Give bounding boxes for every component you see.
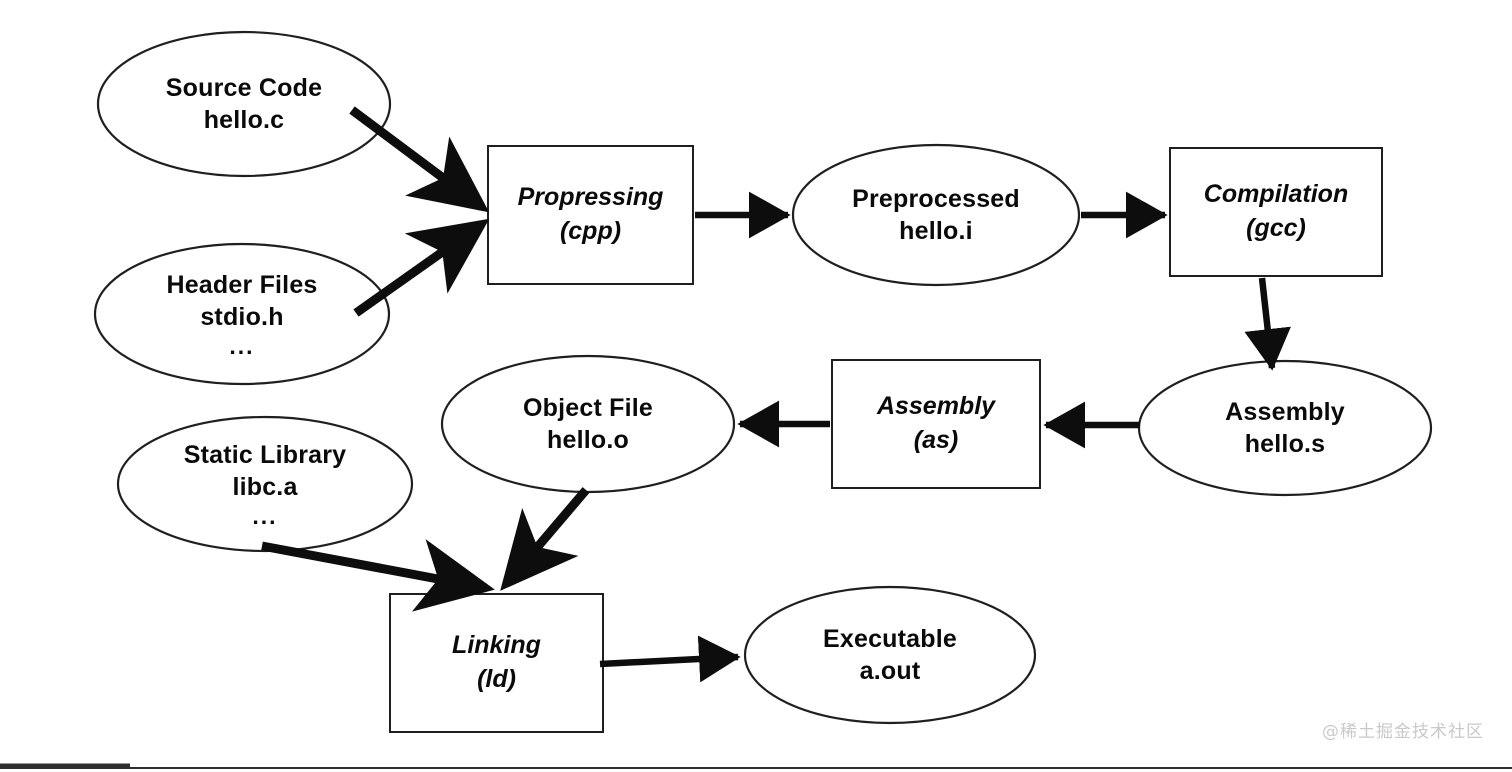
- node-shapes: [93, 30, 1433, 733]
- edge-object-file-to-linking: [500, 487, 590, 591]
- bottom-rule: [0, 763, 1512, 769]
- ellipse-executable: [743, 585, 1037, 725]
- box-preprocessing: [487, 145, 694, 285]
- box-linking: [389, 593, 604, 733]
- edge-headers-to-preprocessing: [353, 218, 490, 317]
- ellipse-assembly-file: [1137, 359, 1433, 497]
- edge-arrows: [261, 106, 1291, 683]
- edge-compilation-to-assembly-file: [1244, 277, 1291, 371]
- ellipse-static-library: [116, 415, 414, 553]
- ellipse-header-files: [93, 242, 391, 386]
- edge-source-to-preprocessing: [349, 106, 490, 213]
- ellipse-source-code: [96, 30, 392, 178]
- watermark: @稀土掘金技术社区: [1322, 722, 1484, 742]
- edge-linking-to-executable: [599, 635, 741, 683]
- ellipse-preprocessed: [791, 143, 1081, 287]
- box-compilation: [1169, 147, 1383, 277]
- edge-static-library-to-linking: [261, 539, 495, 612]
- ellipse-object-file: [440, 354, 736, 494]
- box-assembler: [831, 359, 1041, 489]
